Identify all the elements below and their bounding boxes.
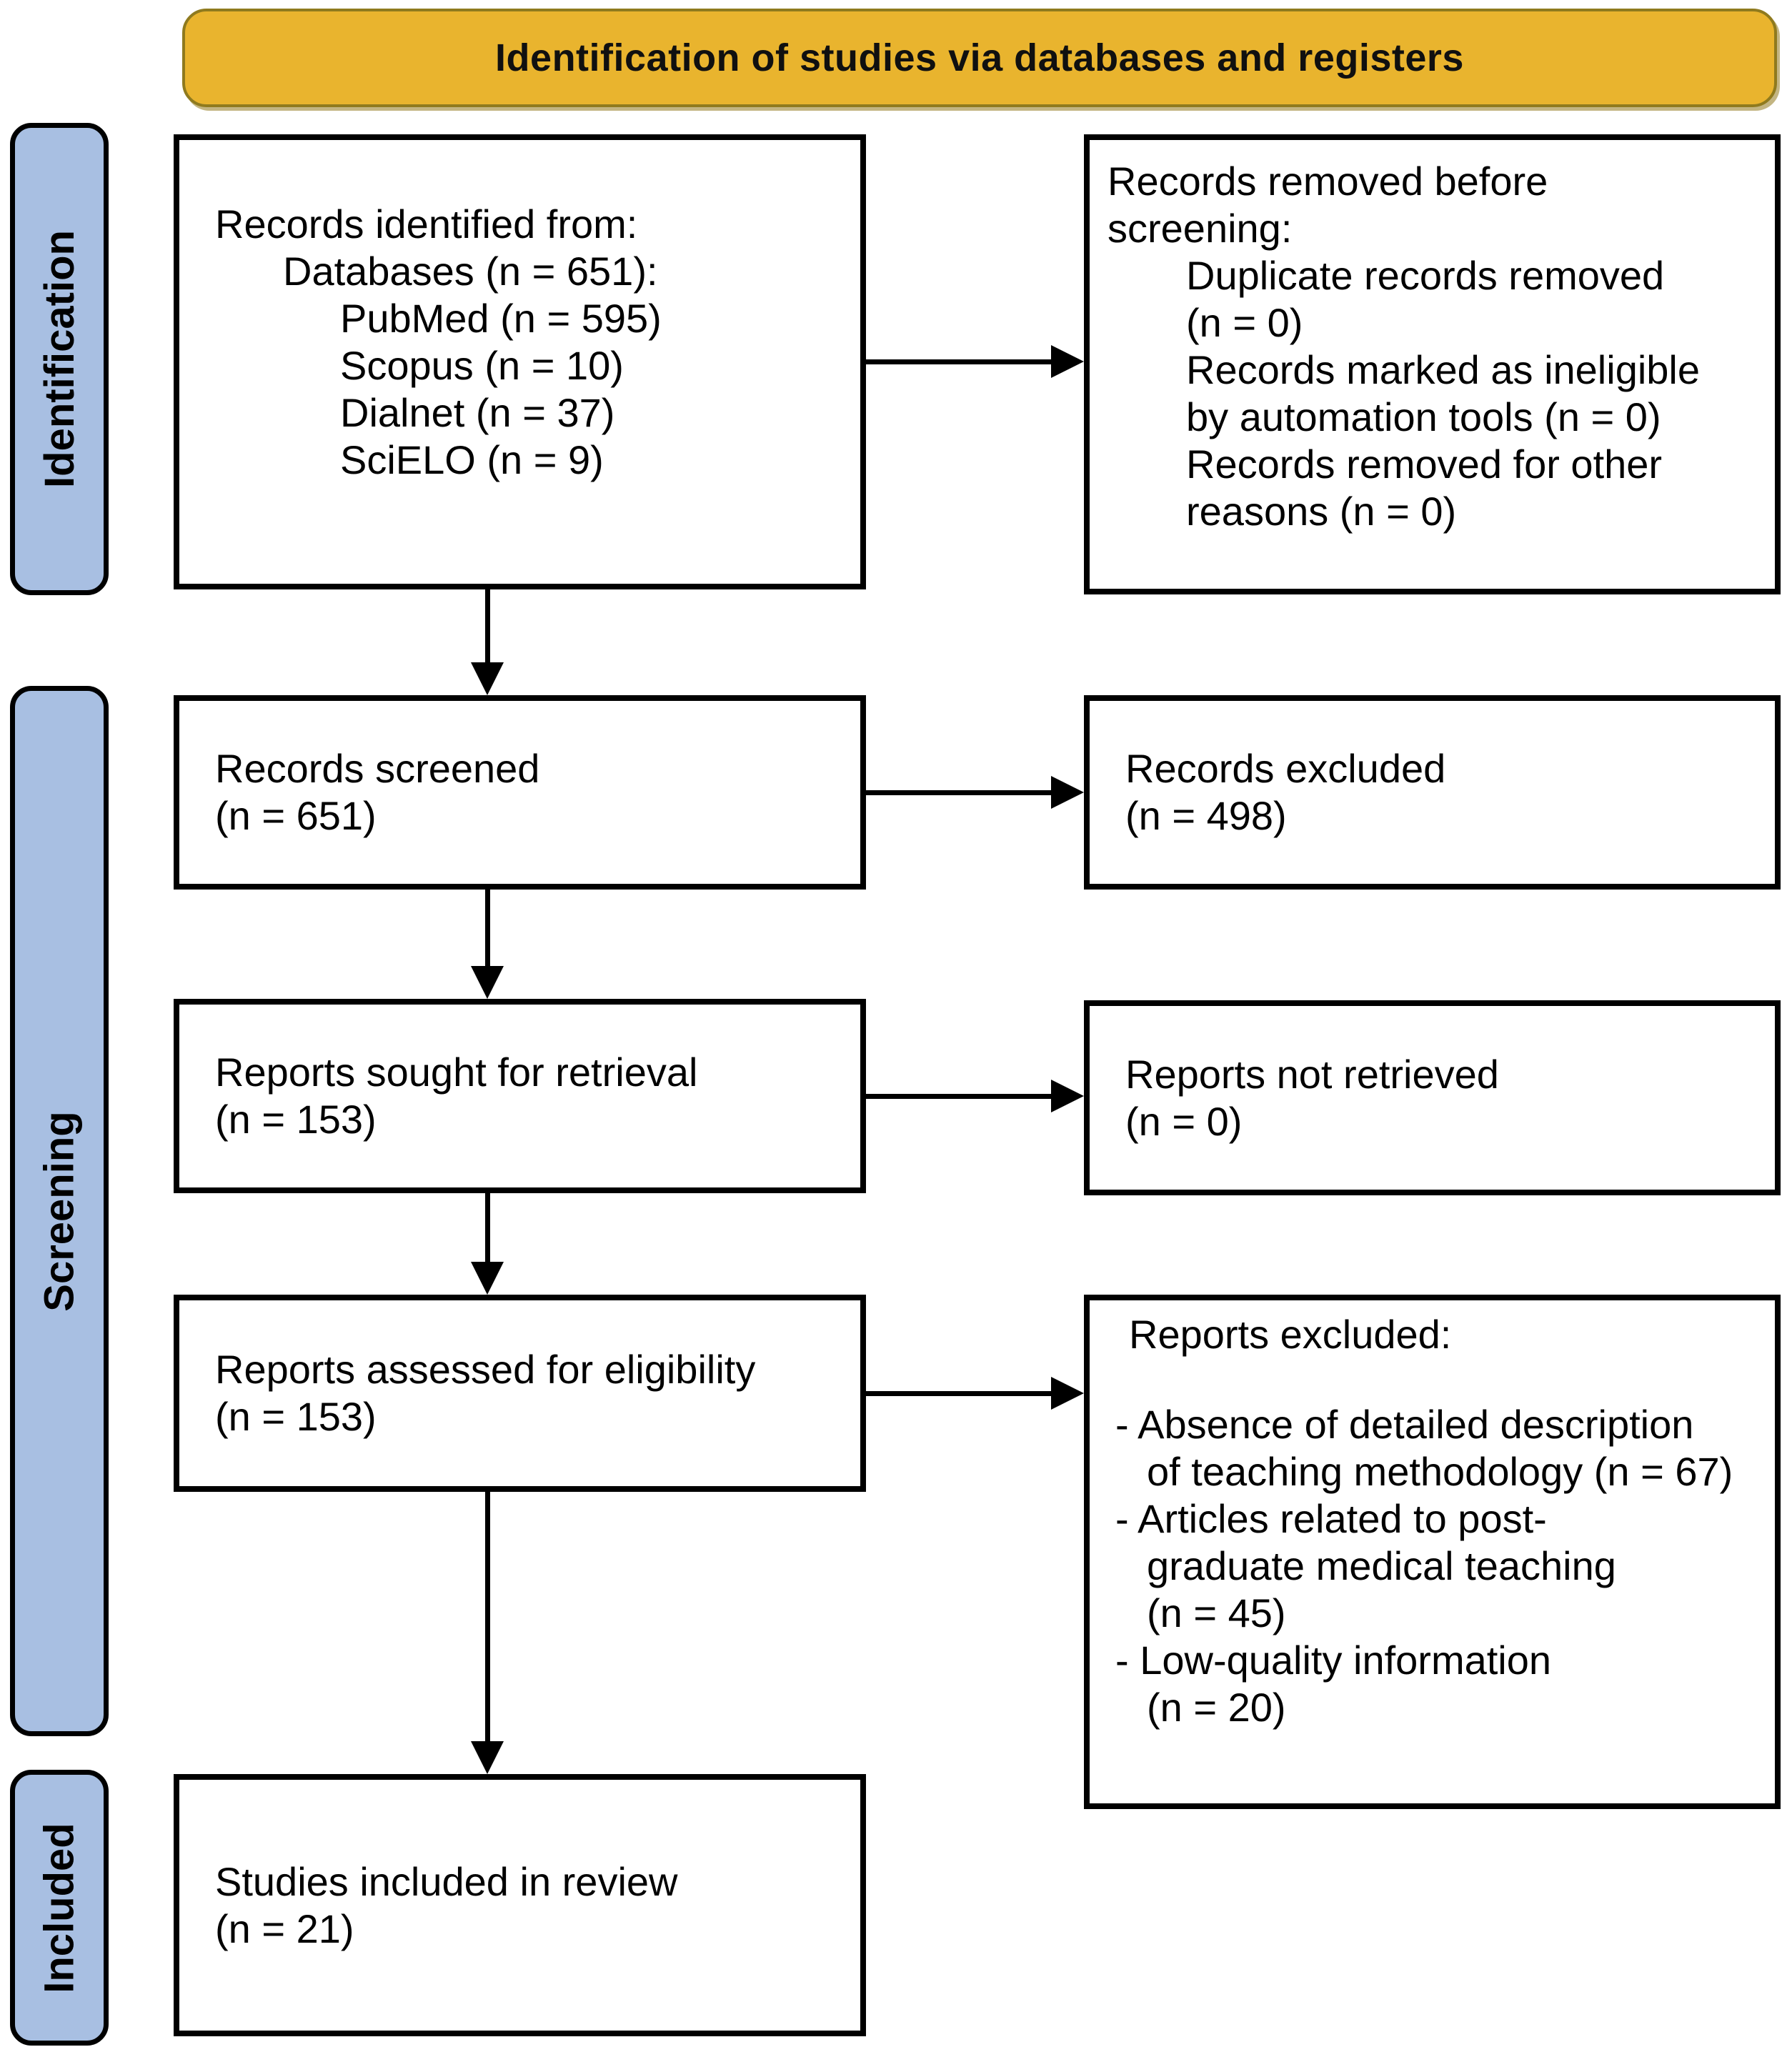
arrow-down-icon	[471, 966, 504, 999]
box-studies-included: Studies included in review(n = 21)	[174, 1774, 866, 2036]
box-records-excluded: Records excluded(n = 498)	[1084, 695, 1781, 890]
arrow-right-icon	[1051, 345, 1084, 378]
text-line: of teaching methodology (n = 67)	[1147, 1449, 1733, 1494]
text-line: (n = 45)	[1147, 1590, 1286, 1635]
diagram-title: Identification of studies via databases …	[495, 36, 1464, 79]
text-line: (n = 498)	[1125, 793, 1287, 838]
arrow-down-icon	[471, 1741, 504, 1774]
title-banner: Identification of studies via databases …	[182, 9, 1777, 107]
arrow-line	[866, 359, 1053, 364]
stage-label-screening-text: Screening	[36, 1110, 83, 1312]
text-line: (n = 20)	[1147, 1685, 1286, 1730]
text-line: (n = 0)	[1125, 1098, 1243, 1144]
text-line: (n = 153)	[215, 1394, 377, 1439]
text-line: Records excluded	[1125, 746, 1446, 791]
text-line: PubMed (n = 595)	[340, 296, 662, 341]
stage-label-identification-text: Identification	[36, 230, 83, 488]
text-line: Dialnet (n = 37)	[340, 390, 615, 435]
arrow-line	[485, 1492, 490, 1745]
stage-label-included-text: Included	[36, 1822, 83, 1993]
text-line: Duplicate records removed	[1186, 253, 1665, 298]
box-reports-excluded: Reports excluded: - Absence of detailed d…	[1084, 1295, 1781, 1809]
stage-label-included: Included	[10, 1770, 109, 2046]
box-records-identified: Records identified from:Databases (n = 6…	[174, 134, 866, 589]
text-line	[1090, 1358, 1775, 1401]
text-line: Reports sought for retrieval	[215, 1050, 698, 1095]
arrow-right-icon	[1051, 1080, 1084, 1112]
text-line: (n = 651)	[215, 793, 377, 838]
text-line: Records marked as ineligible	[1186, 347, 1701, 392]
text-line: Studies included in review	[215, 1858, 678, 1904]
text-line: - Low-quality information	[1115, 1638, 1552, 1683]
text-line: graduate medical teaching	[1147, 1543, 1616, 1588]
text-line: Databases (n = 651):	[283, 249, 658, 294]
text-line: Records removed before	[1107, 159, 1548, 204]
text-line: SciELO (n = 9)	[340, 437, 604, 482]
text-line: Reports not retrieved	[1125, 1051, 1499, 1097]
arrow-down-icon	[471, 662, 504, 695]
arrow-line	[485, 1193, 490, 1265]
stage-label-screening: Screening	[10, 686, 109, 1736]
arrow-right-icon	[1051, 776, 1084, 809]
text-line: by automation tools (n = 0)	[1186, 394, 1661, 439]
text-line: Records identified from:	[215, 201, 638, 246]
text-line: (n = 153)	[215, 1097, 377, 1142]
stage-label-identification: Identification	[10, 123, 109, 595]
text-line: (n = 21)	[215, 1906, 354, 1951]
box-reports-sought: Reports sought for retrieval(n = 153)	[174, 999, 866, 1193]
arrow-line	[866, 790, 1053, 795]
box-reports-assessed: Reports assessed for eligibility(n = 153…	[174, 1295, 866, 1492]
arrow-line	[485, 589, 490, 666]
arrow-right-icon	[1051, 1377, 1084, 1410]
arrow-down-icon	[471, 1262, 504, 1295]
text-line: Reports assessed for eligibility	[215, 1347, 756, 1392]
text-line: Records screened	[215, 746, 540, 791]
text-line: - Articles related to post-	[1115, 1496, 1547, 1541]
text-line: reasons (n = 0)	[1186, 489, 1457, 534]
box-records-screened: Records screened(n = 651)	[174, 695, 866, 890]
arrow-line	[866, 1094, 1053, 1099]
arrow-line	[866, 1391, 1053, 1396]
text-line: Reports excluded:	[1129, 1312, 1452, 1357]
text-line: Records removed for other	[1186, 442, 1663, 487]
text-line: Scopus (n = 10)	[340, 343, 624, 388]
box-reports-not-retrieved: Reports not retrieved(n = 0)	[1084, 1000, 1781, 1195]
text-line: (n = 0)	[1186, 300, 1303, 345]
arrow-line	[485, 890, 490, 970]
text-line: - Absence of detailed description	[1115, 1402, 1694, 1447]
text-line: screening:	[1107, 206, 1293, 251]
